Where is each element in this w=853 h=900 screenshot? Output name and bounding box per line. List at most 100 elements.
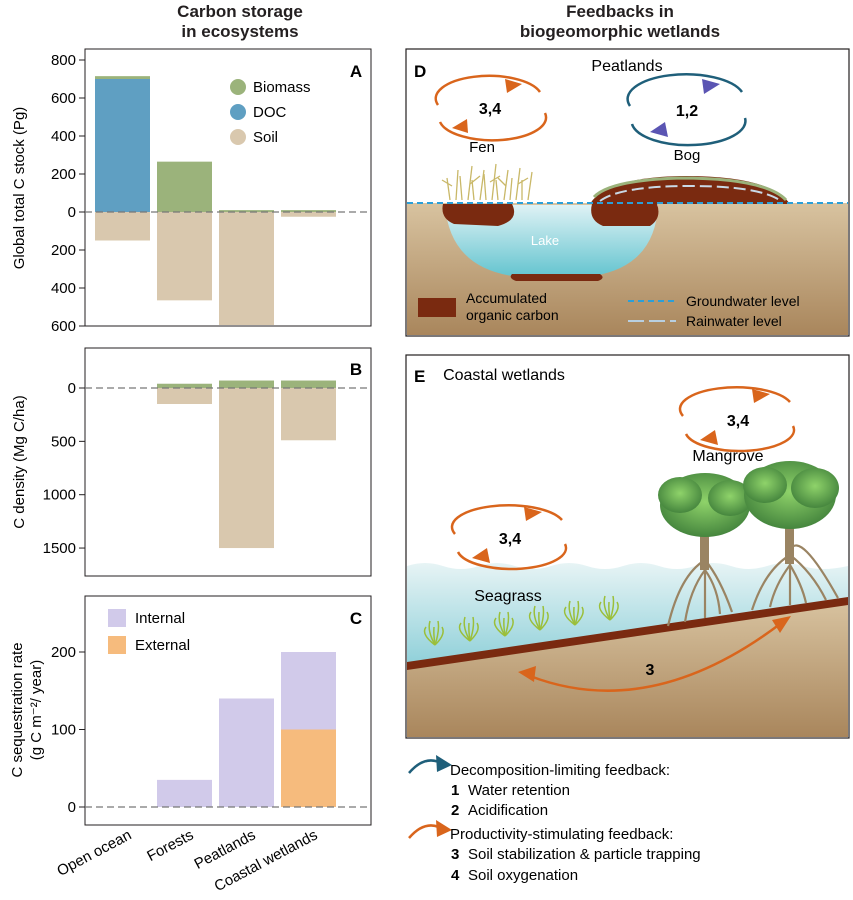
panel-c-bar-external bbox=[281, 729, 336, 807]
panel-a-tick-label: 200 bbox=[51, 242, 76, 259]
fen-feedback-numbers: 3,4 bbox=[479, 101, 501, 118]
panel-c-ylabel-line-1: C sequestration rate bbox=[9, 642, 26, 777]
bog-edge-organic-deposit bbox=[591, 204, 659, 226]
right-column-heading: Feedbacks in biogeomorphic wetlands bbox=[440, 2, 800, 42]
legend-groundwater: Groundwater level bbox=[686, 293, 800, 309]
panel-b-bar-soil bbox=[157, 388, 212, 405]
decomp-item-2-num: 2 bbox=[451, 802, 459, 819]
seagrass-label: Seagrass bbox=[474, 588, 542, 605]
seagrass-clump bbox=[423, 620, 444, 646]
panel-a-bar-soil bbox=[95, 212, 150, 241]
panel-a-legend-label: Biomass bbox=[253, 79, 311, 96]
seagrass-clump bbox=[458, 616, 479, 642]
legend-organic-line-2: organic carbon bbox=[466, 307, 559, 323]
panel-a-tick-label: 600 bbox=[51, 90, 76, 107]
right-heading-line-2: biogeomorphic wetlands bbox=[519, 22, 721, 41]
panel-b-bar-biomass bbox=[157, 383, 212, 388]
seagrass-clump bbox=[493, 611, 514, 637]
panel-a-tick-label: 600 bbox=[51, 318, 76, 335]
mangrove-label: Mangrove bbox=[692, 448, 763, 465]
feedback-key: Decomposition-limiting feedback: 1 Water… bbox=[408, 755, 701, 884]
decomp-item-1-text: Water retention bbox=[468, 782, 570, 799]
fen-organic-deposit bbox=[442, 204, 515, 226]
panel-b-tick-label: 0 bbox=[68, 380, 76, 397]
panel-a-legend-label: Soil bbox=[253, 129, 278, 146]
panel-c-bar-internal bbox=[157, 779, 212, 807]
productivity-title: Productivity-stimulating feedback: bbox=[450, 826, 673, 843]
left-heading-line-2: in ecosystems bbox=[181, 22, 299, 41]
panel-c-tick-label: 200 bbox=[51, 644, 76, 661]
panel-a-legend-swatch bbox=[230, 129, 246, 145]
mangrove-trunk-1 bbox=[700, 520, 709, 570]
lake-label: Lake bbox=[531, 233, 559, 248]
panel-b-bar-biomass bbox=[219, 380, 274, 388]
panel-b-ylabel: C density (Mg C/ha) bbox=[11, 395, 28, 528]
panel-a-legend-swatch bbox=[230, 104, 246, 120]
panel-c-tick-label: 0 bbox=[68, 799, 76, 816]
panel-a-bar-biomass bbox=[95, 76, 150, 79]
panel-b-bar-soil bbox=[281, 388, 336, 441]
bog-vegetation bbox=[592, 176, 788, 202]
panel-b-tick-label: 500 bbox=[51, 433, 76, 450]
decomposition-title: Decomposition-limiting feedback: bbox=[450, 762, 670, 779]
prod-item-3-num: 3 bbox=[451, 846, 459, 863]
seagrass-clump bbox=[563, 600, 584, 626]
lake-bottom-organic-layer bbox=[510, 274, 603, 281]
panel-a-ylabel: Global total C stock (Pg) bbox=[11, 107, 28, 270]
particle-trapping-arrow: 3 bbox=[518, 616, 791, 692]
seagrass-clump bbox=[598, 595, 619, 621]
panel-b-bar-biomass bbox=[281, 380, 336, 388]
panel-b-tick-label: 1000 bbox=[43, 487, 76, 504]
panel-c-legend-swatch bbox=[108, 609, 126, 627]
organic-carbon-swatch bbox=[418, 298, 456, 317]
prod-item-4-num: 4 bbox=[451, 867, 460, 884]
seagrass-clump bbox=[528, 605, 549, 631]
panel-c-legend-swatch bbox=[108, 636, 126, 654]
panel-c-legend-label: Internal bbox=[135, 610, 185, 627]
legend-rainwater: Rainwater level bbox=[686, 313, 782, 329]
category-label: Open ocean bbox=[54, 827, 134, 880]
mangrove-feedback-numbers: 3,4 bbox=[727, 413, 749, 430]
right-heading-line-1: Feedbacks in bbox=[566, 2, 674, 21]
productivity-arrow-icon bbox=[408, 820, 452, 839]
legend-organic-line-1: Accumulated bbox=[466, 290, 547, 306]
trapping-feedback-number: 3 bbox=[646, 662, 655, 679]
prod-item-4-text: Soil oxygenation bbox=[468, 867, 578, 884]
panel-a-bar-soil bbox=[157, 212, 212, 301]
panel-a-letter: A bbox=[350, 62, 362, 81]
seagrass-feedback-cycle: 3,4 bbox=[450, 504, 568, 571]
category-label: Forests bbox=[144, 827, 196, 865]
panel-c-letter: C bbox=[350, 609, 362, 628]
panel-a-tick-label: 400 bbox=[51, 128, 76, 145]
panel-d-peatlands: D Peatlands Lake Fen Bog bbox=[405, 48, 850, 337]
panel-d-title: Peatlands bbox=[591, 58, 662, 75]
fen-label: Fen bbox=[469, 139, 495, 156]
panel-c-bar-internal bbox=[219, 698, 274, 807]
panel-e-coastal-wetlands: E Coastal wetlands Mangrove Seagrass bbox=[405, 354, 850, 739]
coastal-sediment bbox=[407, 600, 848, 737]
bog-feedback-numbers: 1,2 bbox=[676, 103, 698, 120]
seagrass-feedback-numbers: 3,4 bbox=[499, 531, 521, 548]
panel-b-letter: B bbox=[350, 360, 362, 379]
panel-a-bars bbox=[95, 76, 336, 325]
bog-feedback-cycle: 1,2 bbox=[626, 73, 747, 147]
prod-item-3-text: Soil stabilization & particle trapping bbox=[468, 846, 701, 863]
panel-e-letter: E bbox=[414, 367, 425, 386]
panel-a-bar-biomass bbox=[219, 210, 274, 212]
panel-a-tick-label: 800 bbox=[51, 52, 76, 69]
panel-d-letter: D bbox=[414, 62, 426, 81]
mangrove-feedback-cycle: 3,4 bbox=[678, 386, 796, 453]
bog-rainwater-level bbox=[599, 184, 782, 202]
category-label: Coastal wetlands bbox=[212, 827, 321, 896]
left-heading-line-1: Carbon storage bbox=[177, 2, 303, 21]
panel-a-bar-soil bbox=[219, 212, 274, 325]
decomposition-arrow-icon bbox=[408, 755, 452, 774]
